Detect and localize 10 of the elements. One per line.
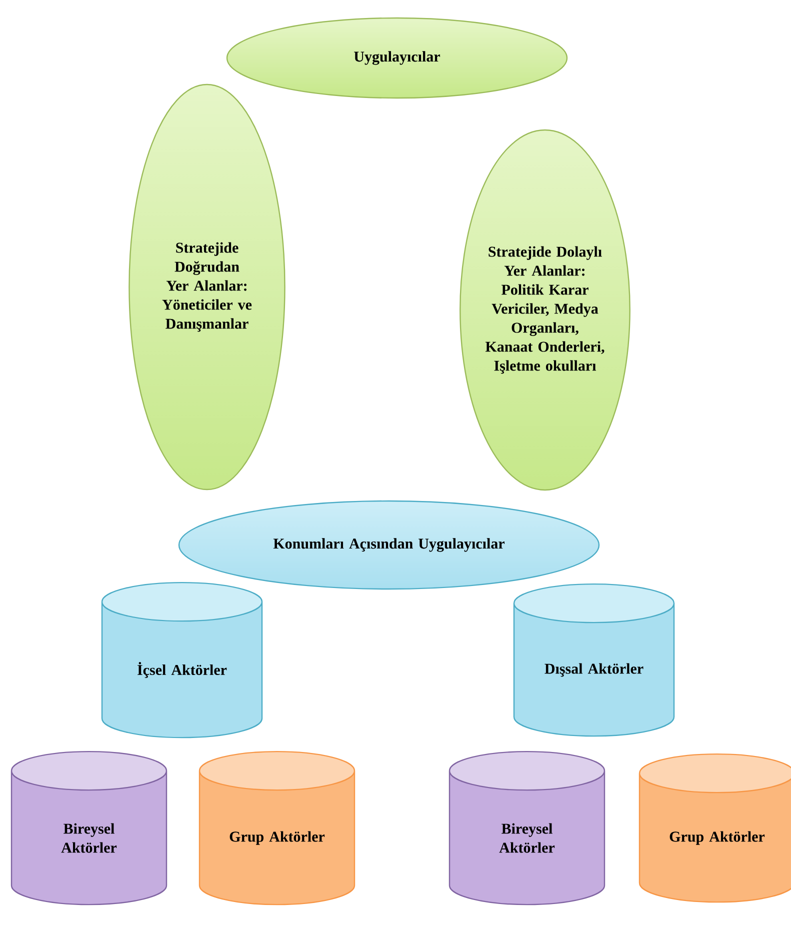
ellipse-node: Stratejide Doğrudan Yer Alanlar: Yöneticiler ve Danışmanlar xyxy=(128,84,286,490)
ellipse-node: Konumları Açısından Uygulayıcılar xyxy=(178,500,600,590)
cylinder-node: Dışsal Aktörler xyxy=(513,583,675,737)
ellipse-node: Stratejide Dolaylı Yer Alanlar: Politik Karar Vericiler, Medya Organları, Kanaat Onderleri, Işletme okulları xyxy=(460,129,630,491)
cylinder-node: İçsel Aktörler xyxy=(101,582,263,738)
cylinder-node: Bireysel Aktörler xyxy=(10,750,168,906)
cylinder-node: Bireysel Aktörler xyxy=(448,750,606,906)
cylinder-node: Grup Aktörler xyxy=(198,750,356,906)
ellipse-node: Uygulayıcılar xyxy=(226,17,568,99)
cylinder-node: Grup Aktörler xyxy=(638,753,791,903)
